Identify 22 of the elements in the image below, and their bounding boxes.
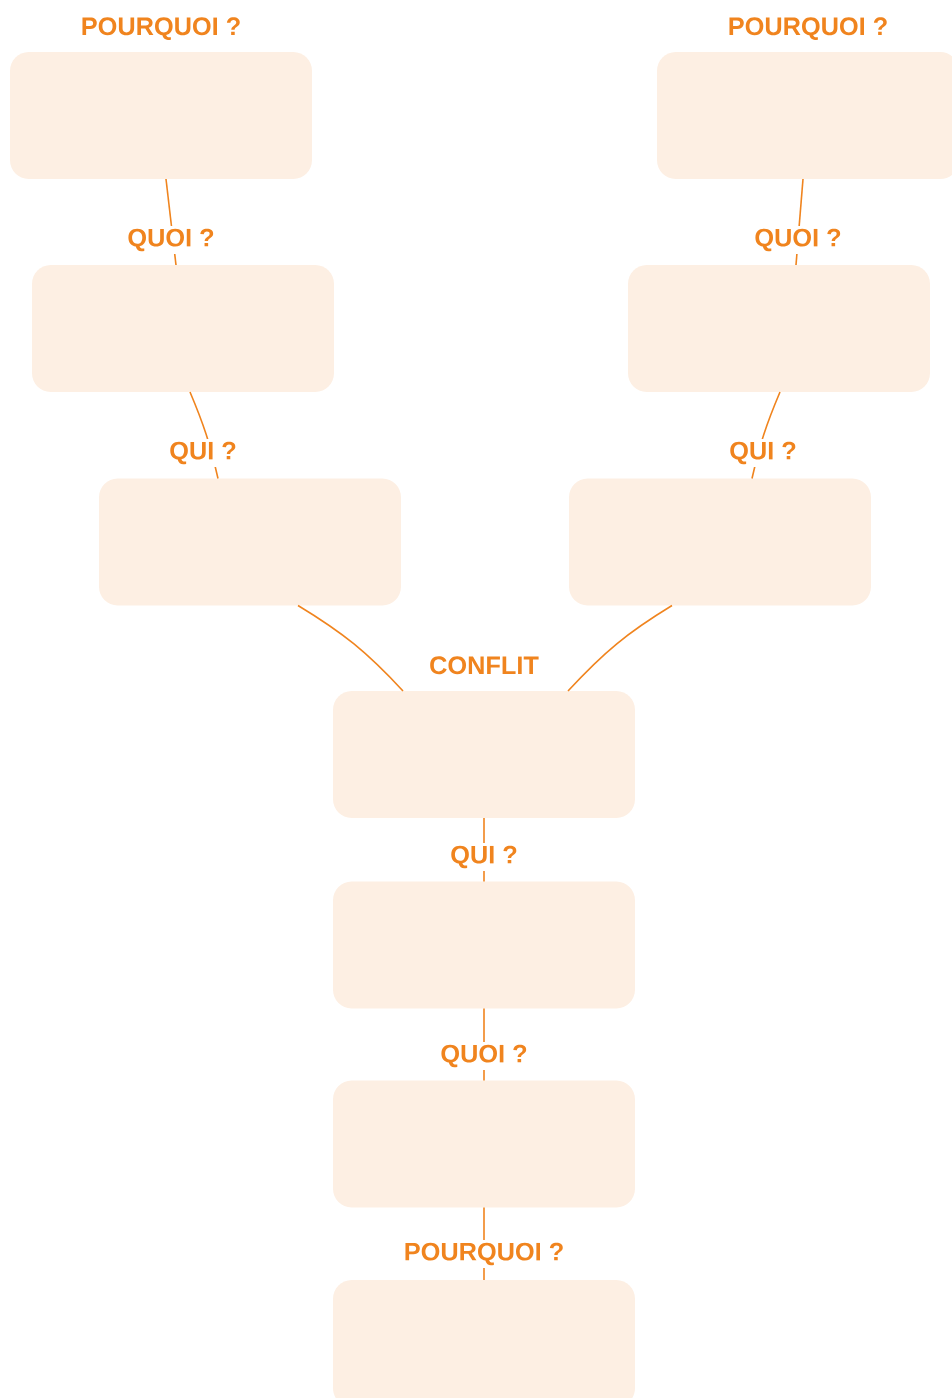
edge-label: QUOI ? [437,1042,531,1070]
empty-box [628,265,930,392]
edge-label: POURQUOI ? [401,1240,567,1268]
heading-box: POURQUOI ? [657,17,952,179]
edge-label: QUI ? [726,439,800,467]
connector-line [567,604,673,692]
heading-box: POURQUOI ? [10,17,312,179]
node-label: POURQUOI ? [82,17,240,40]
empty-box [333,881,635,1009]
empty-box [32,265,334,392]
edge-label: QUI ? [166,439,240,467]
node-label: CONFLIT [430,656,539,675]
node-label: POURQUOI ? [729,17,887,40]
heading-box: CONFLIT [333,656,635,818]
edge-label: QUOI ? [751,226,845,254]
connector-line [297,604,404,692]
empty-box [569,478,871,606]
empty-box [333,1280,635,1398]
empty-box [99,478,401,606]
edge-label: QUI ? [447,843,521,871]
empty-box [333,1080,635,1208]
edge-label: QUOI ? [124,226,218,254]
